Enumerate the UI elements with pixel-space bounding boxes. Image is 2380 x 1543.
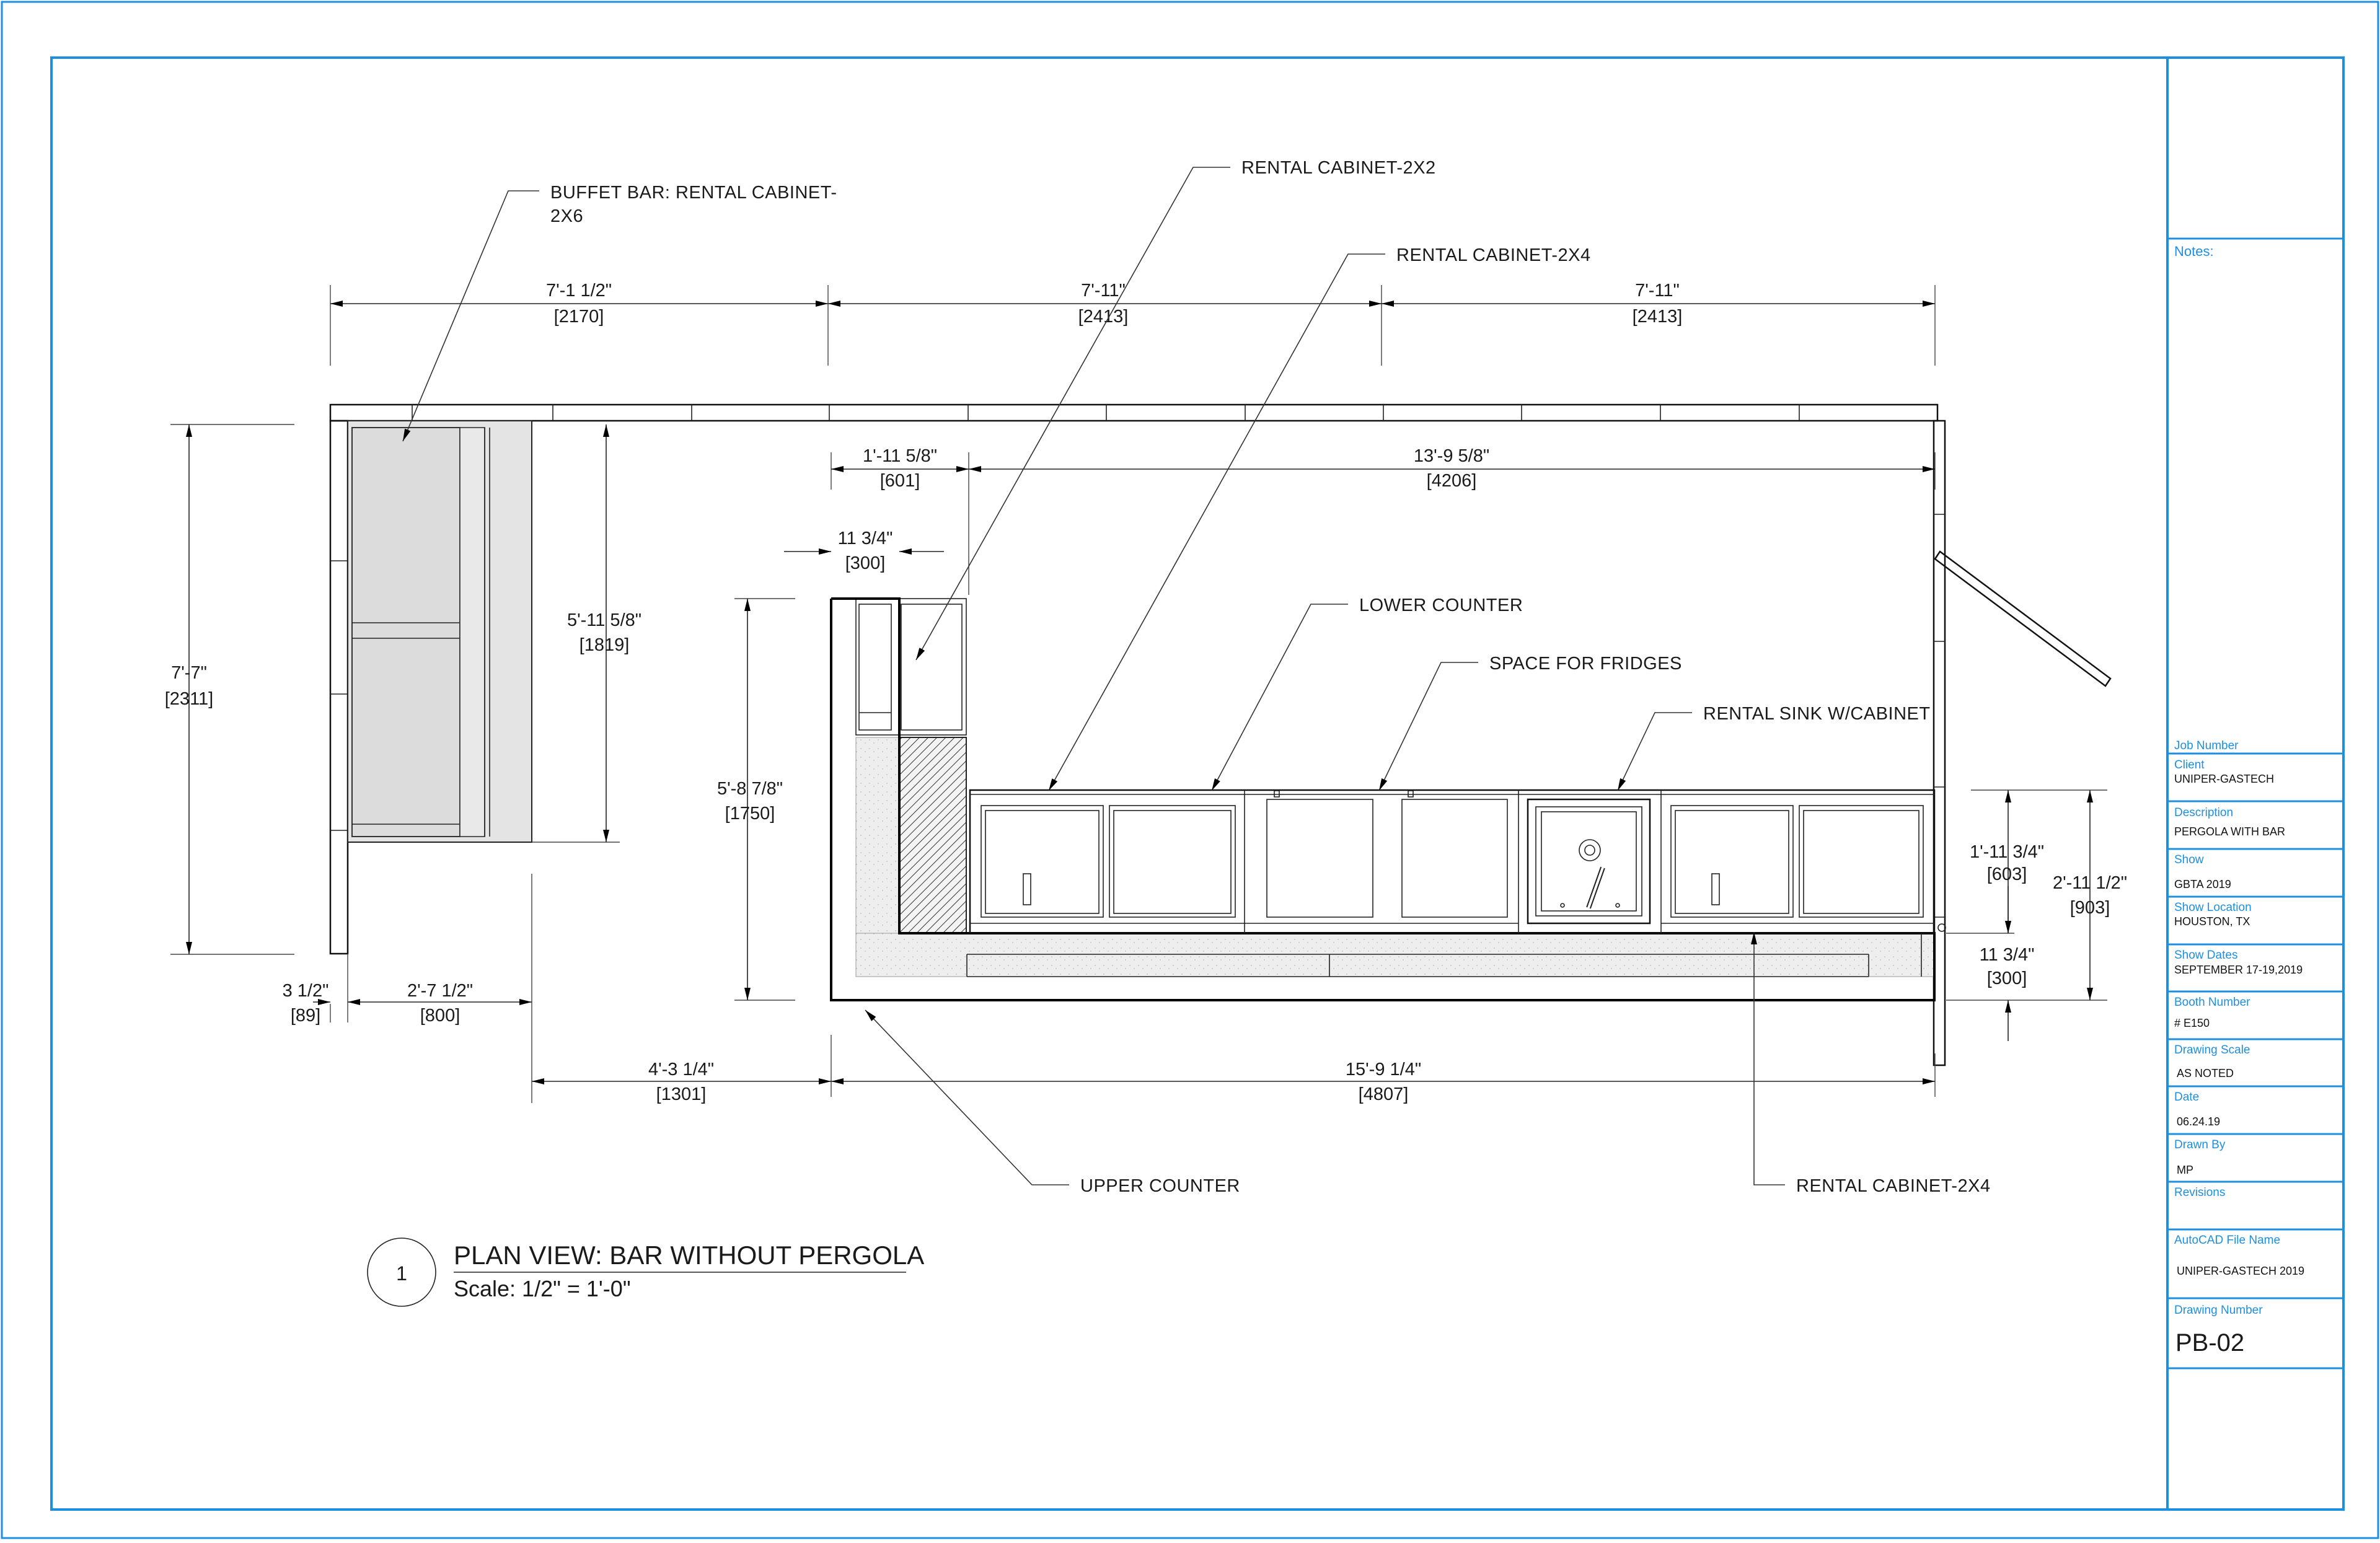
dim-inner-right-metric: [4206] bbox=[1427, 471, 1477, 491]
client-value: UNIPER-GASTECH bbox=[2174, 773, 2274, 785]
autocad-label: AutoCAD File Name bbox=[2174, 1234, 2280, 1247]
description-label: Description bbox=[2174, 806, 2233, 819]
dim-right-total: 2'-11 1/2" bbox=[2053, 873, 2127, 893]
drawn-by-label: Drawn By bbox=[2174, 1138, 2226, 1151]
dim-top-3: 7'-11" bbox=[1635, 281, 1680, 301]
dim-inner-left: 1'-11 5/8" bbox=[863, 446, 937, 466]
dim-left-height: 7'-7" bbox=[171, 663, 207, 683]
dim-bottom-right: 15'-9 1/4" bbox=[1346, 1060, 1421, 1079]
show-dates-label: Show Dates bbox=[2174, 949, 2237, 962]
dim-inner-right: 13'-9 5/8" bbox=[1414, 446, 1489, 466]
show-dates-value: SEPTEMBER 17-19,2019 bbox=[2174, 964, 2303, 976]
label-rental-cabinet-2x4-bottom: RENTAL CABINET-2X4 bbox=[1796, 1176, 1991, 1196]
date-label: Date bbox=[2174, 1091, 2199, 1104]
dim-right-lower-metric: [603] bbox=[1987, 864, 2027, 884]
title-block: Notes: Job Number Client UNIPER-GASTECH … bbox=[2167, 237, 2343, 1369]
dim-post-width: 3 1/2" bbox=[283, 981, 329, 1001]
label-rental-cabinet-2x2: RENTAL CABINET-2X2 bbox=[1241, 158, 1436, 178]
dim-buffet-depth-metric: [800] bbox=[420, 1006, 461, 1026]
inner-border bbox=[50, 56, 2345, 1511]
dim-top-2: 7'-11" bbox=[1081, 281, 1126, 301]
label-space-for-fridges: SPACE FOR FRIDGES bbox=[1489, 654, 1682, 674]
drawing-scale-label: Drawing Scale bbox=[2174, 1044, 2250, 1057]
detail-number: 1 bbox=[396, 1262, 407, 1285]
dim-right-upper-metric: [300] bbox=[1987, 969, 2027, 988]
drawing-scale-value: AS NOTED bbox=[2177, 1067, 2234, 1079]
booth-number-label: Booth Number bbox=[2174, 996, 2250, 1009]
gate-panel bbox=[1934, 550, 2112, 687]
dim-top-3-metric: [2413] bbox=[1633, 307, 1683, 327]
drawn-by-value: MP bbox=[2177, 1164, 2193, 1176]
dim-small-300-metric: [300] bbox=[845, 553, 886, 573]
client-label: Client bbox=[2174, 758, 2205, 772]
label-rental-sink: RENTAL SINK W/CABINET bbox=[1703, 704, 1931, 724]
drawing-number-label: Drawing Number bbox=[2174, 1304, 2263, 1317]
drawing-title: 1 PLAN VIEW: BAR WITHOUT PERGOLA Scale: … bbox=[367, 1237, 924, 1307]
dim-small-300: 11 3/4" bbox=[838, 529, 893, 548]
label-rental-cabinet-2x4-top: RENTAL CABINET-2X4 bbox=[1396, 245, 1591, 265]
dim-buffet-depth: 2'-7 1/2" bbox=[407, 981, 473, 1001]
show-location-value: HOUSTON, TX bbox=[2174, 915, 2250, 928]
pergola-right-post bbox=[1933, 420, 1946, 1066]
dim-bar-height-metric: [1750] bbox=[725, 804, 775, 824]
dim-inner-left-metric: [601] bbox=[880, 471, 920, 491]
label-upper-counter: UPPER COUNTER bbox=[1080, 1176, 1240, 1196]
bar-counter bbox=[830, 597, 1936, 1001]
notes-label: Notes: bbox=[2174, 244, 2214, 259]
autocad-value: UNIPER-GASTECH 2019 bbox=[2177, 1265, 2304, 1277]
show-location-label: Show Location bbox=[2174, 901, 2252, 914]
dim-left-height-metric: [2311] bbox=[165, 689, 213, 709]
revisions-label: Revisions bbox=[2174, 1186, 2225, 1199]
dim-right-upper: 11 3/4" bbox=[1980, 945, 2035, 965]
date-value: 06.24.19 bbox=[2177, 1115, 2220, 1128]
label-buffet-bar-2: 2X6 bbox=[550, 206, 583, 226]
pergola-left-post bbox=[329, 420, 349, 955]
show-label: Show bbox=[2174, 853, 2204, 866]
drawing-title-text: PLAN VIEW: BAR WITHOUT PERGOLA bbox=[454, 1241, 924, 1270]
drawing-scale-text: Scale: 1/2" = 1'-0" bbox=[454, 1276, 631, 1301]
drawing-number-value: PB-02 bbox=[2175, 1329, 2244, 1356]
dim-top-1-metric: [2170] bbox=[554, 307, 604, 327]
job-number-label: Job Number bbox=[2174, 739, 2239, 752]
dim-buffet-height: 5'-11 5/8" bbox=[567, 610, 641, 630]
dim-bottom-right-metric: [4807] bbox=[1359, 1084, 1409, 1104]
label-buffet-bar: BUFFET BAR: RENTAL CABINET- bbox=[550, 183, 837, 203]
dim-bottom-left: 4'-3 1/4" bbox=[648, 1060, 714, 1079]
detail-bubble bbox=[367, 1237, 436, 1307]
dimension-text: 7'-1 1/2" [2170] 7'-11" [2413] 7'-11" [2… bbox=[165, 281, 2127, 1104]
pergola-top-beam bbox=[329, 403, 1939, 422]
dim-top-2-metric: [2413] bbox=[1078, 307, 1129, 327]
callouts: BUFFET BAR: RENTAL CABINET- 2X6 RENTAL C… bbox=[402, 158, 1991, 1196]
dim-bar-height: 5'-8 7/8" bbox=[717, 779, 783, 799]
dim-right-total-metric: [903] bbox=[2070, 898, 2110, 918]
buffet-bar bbox=[347, 420, 532, 843]
dim-post-width-metric: [89] bbox=[291, 1006, 320, 1026]
dim-bottom-left-metric: [1301] bbox=[656, 1084, 707, 1104]
dim-buffet-height-metric: [1819] bbox=[580, 635, 630, 655]
dim-right-lower: 1'-11 3/4" bbox=[1970, 842, 2044, 862]
dimension-lines bbox=[170, 285, 2107, 1103]
booth-number-value: # E150 bbox=[2174, 1017, 2210, 1029]
label-lower-counter: LOWER COUNTER bbox=[1359, 596, 1523, 615]
dim-top-1: 7'-1 1/2" bbox=[546, 281, 612, 301]
description-value: PERGOLA WITH BAR bbox=[2174, 825, 2285, 838]
show-value: GBTA 2019 bbox=[2174, 878, 2231, 890]
